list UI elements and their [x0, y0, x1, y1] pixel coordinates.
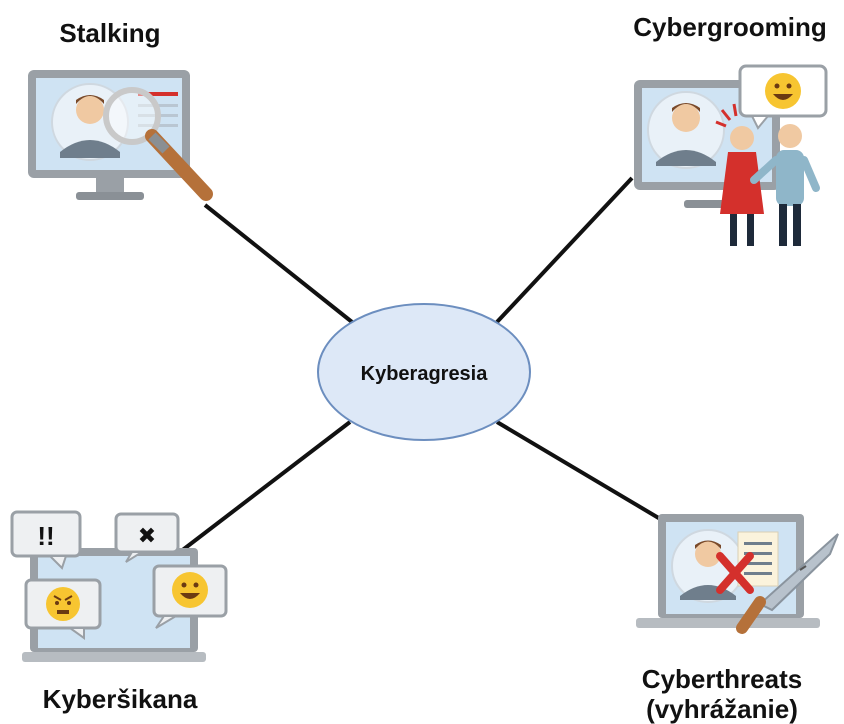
connector-top-left — [203, 203, 354, 324]
cyberthreats-illustration — [636, 514, 839, 634]
exclamation-text: !! — [37, 521, 54, 551]
knife-icon — [736, 533, 839, 634]
red-x-icon — [716, 552, 754, 594]
central-node: Kyberagresia — [317, 303, 531, 441]
connector-bottom-left — [178, 420, 352, 554]
magnifier-icon — [103, 87, 213, 201]
node-label-cyberthreats: Cyberthreats (vyhrážanie) — [641, 664, 803, 724]
laptop-base — [636, 618, 820, 628]
adult-figure-icon — [750, 124, 820, 246]
stalking-illustration — [28, 70, 213, 201]
smile-bubble-icon — [152, 564, 228, 629]
node-label-kybersikana: Kyberšikana — [42, 684, 198, 714]
node-label-stalking: Stalking — [59, 18, 161, 48]
monitor-base — [76, 192, 144, 200]
person-avatar-icon — [647, 91, 725, 169]
laptop-base — [22, 652, 206, 662]
central-node-label: Kyberagresia — [361, 363, 489, 385]
monitor-stand — [96, 178, 124, 194]
monitor-base — [684, 200, 730, 208]
cross-text: ✖ — [138, 524, 156, 549]
cybergrooming-illustration — [634, 64, 828, 246]
exclamation-bubble-icon: !! — [10, 510, 82, 570]
alert-marks-icon — [715, 103, 738, 128]
connector-bottom-right — [495, 420, 664, 522]
smile-bubble-icon — [738, 64, 828, 130]
node-label-cybergrooming: Cybergrooming — [633, 12, 827, 42]
child-figure-icon — [720, 126, 764, 246]
angry-face-bubble-icon — [24, 578, 102, 640]
connector-top-right — [495, 176, 634, 324]
kybersikana-illustration: !! ✖ — [10, 510, 228, 662]
cross-bubble-icon: ✖ — [114, 512, 180, 563]
